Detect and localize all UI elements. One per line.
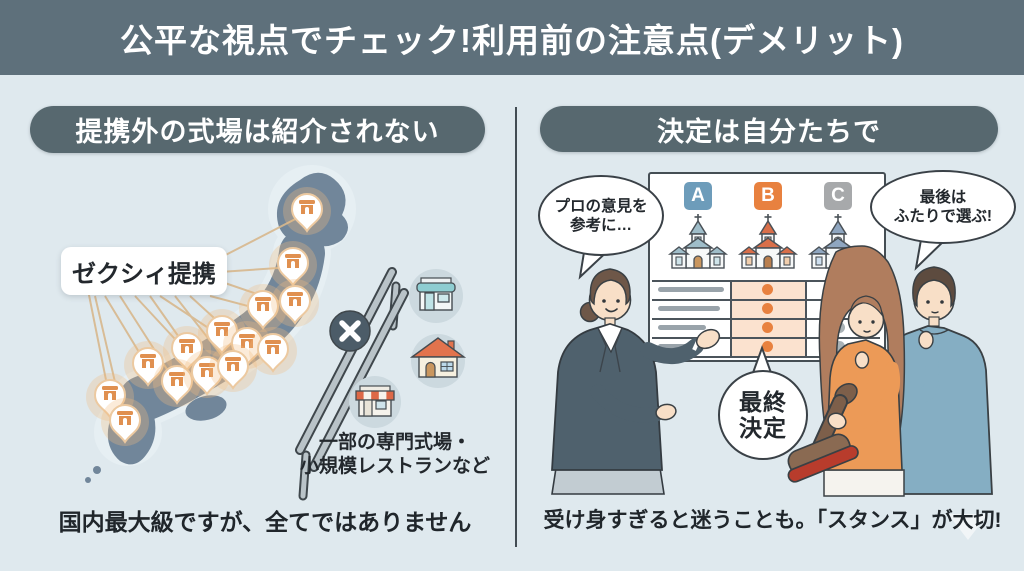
rating-dot-b — [762, 341, 773, 352]
left-panel-header: 提携外の式場は紹介されない — [30, 106, 485, 153]
table-line — [652, 299, 880, 301]
right-panel-header: 決定は自分たちで — [540, 106, 998, 152]
left-header-label: 提携外の式場は紹介されない — [75, 117, 440, 147]
right-footnote: 受け身すぎると迷うことも。「スタンス」が大切! — [543, 509, 1002, 532]
groom-illustration — [881, 266, 993, 495]
table-column-line — [730, 280, 732, 356]
venue-comparison-board: A B C — [648, 172, 886, 362]
chevron-down-icon — [948, 514, 988, 540]
zexy-partnership-label: ゼクシィ提携 — [61, 247, 227, 295]
rating-dot-b — [762, 322, 773, 333]
excluded-venues-caption: 一部の専門式場・ 小規模レストランなど — [299, 432, 490, 477]
shop-icon — [409, 269, 463, 323]
table-line — [652, 337, 880, 339]
rating-dot-b — [762, 284, 773, 295]
criteria-bar — [658, 325, 706, 330]
rating-dot-c — [834, 341, 845, 352]
criteria-bar — [658, 344, 700, 349]
table-line — [652, 318, 880, 320]
right-header-label: 決定は自分たちで — [657, 116, 881, 147]
wedding-planner-illustration — [551, 268, 721, 495]
column-c-badge: C — [824, 182, 852, 210]
page-title: 公平な視点でチェック!利用前の注意点(デメリット) — [120, 21, 904, 59]
criteria-bar — [658, 287, 724, 292]
barrier-icon — [295, 267, 409, 501]
church-a-icon — [667, 214, 729, 269]
church-b-icon — [737, 214, 799, 269]
left-footnote: 国内最大級ですが、全てではありません — [58, 509, 472, 535]
couple-choice-bubble: 最後は ふたりで選ぶ! — [870, 170, 1016, 244]
criteria-bar — [658, 306, 720, 311]
column-a-badge: A — [684, 182, 712, 210]
panel-divider — [515, 107, 517, 547]
bride-illustration — [818, 245, 906, 497]
final-decision-bubble: 最終 決定 — [718, 370, 808, 460]
title-banner: 公平な視点でチェック!利用前の注意点(デメリット) — [0, 0, 1024, 75]
x-sign-icon — [329, 310, 371, 352]
rating-dot-b — [762, 303, 773, 314]
house-icon — [409, 334, 467, 388]
restaurant-icon — [349, 376, 401, 428]
column-b-badge: B — [754, 182, 782, 210]
stamp-icon — [787, 382, 859, 483]
pro-advice-bubble: プロの意見を 参考に… — [538, 175, 664, 256]
table-line — [652, 280, 880, 282]
table-column-line — [805, 280, 807, 356]
